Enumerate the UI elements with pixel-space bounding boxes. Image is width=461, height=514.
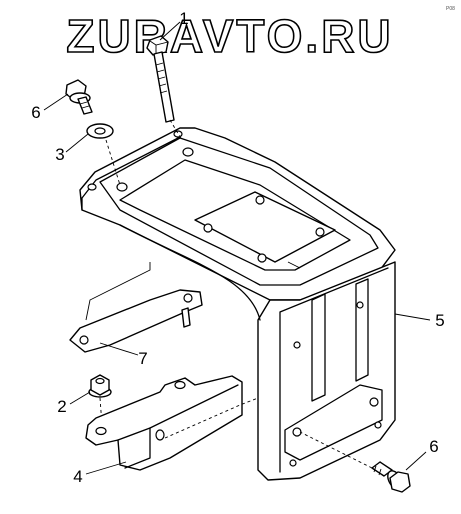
leader-3	[65, 133, 89, 153]
main-bracket	[79, 127, 396, 481]
callout-3: 3	[55, 145, 64, 164]
leader-4	[85, 461, 127, 475]
washer	[86, 123, 121, 186]
leader-1	[159, 21, 181, 41]
callout-2: 2	[57, 397, 66, 416]
corner-mark: P08	[446, 6, 455, 12]
callout-6-lower: 6	[429, 437, 438, 456]
callout-6-upper: 6	[31, 103, 40, 122]
flange-nut	[88, 374, 112, 426]
watermark-text: ZURAVTO.RU	[66, 10, 393, 62]
flange-bolt-lower	[299, 431, 411, 493]
leader-5	[394, 313, 431, 321]
lower-bracket	[85, 375, 259, 471]
callout-4: 4	[73, 467, 82, 486]
callout-5: 5	[435, 311, 444, 330]
callout-7: 7	[138, 349, 147, 368]
leader-6-lower	[405, 451, 427, 471]
flange-bolt-upper	[65, 79, 93, 115]
leader-7	[99, 342, 139, 356]
leader-6-upper	[43, 93, 69, 111]
leader-2	[69, 391, 91, 405]
long-bolt	[146, 35, 183, 141]
callout-1: 1	[179, 9, 188, 28]
link-plate	[69, 262, 203, 353]
